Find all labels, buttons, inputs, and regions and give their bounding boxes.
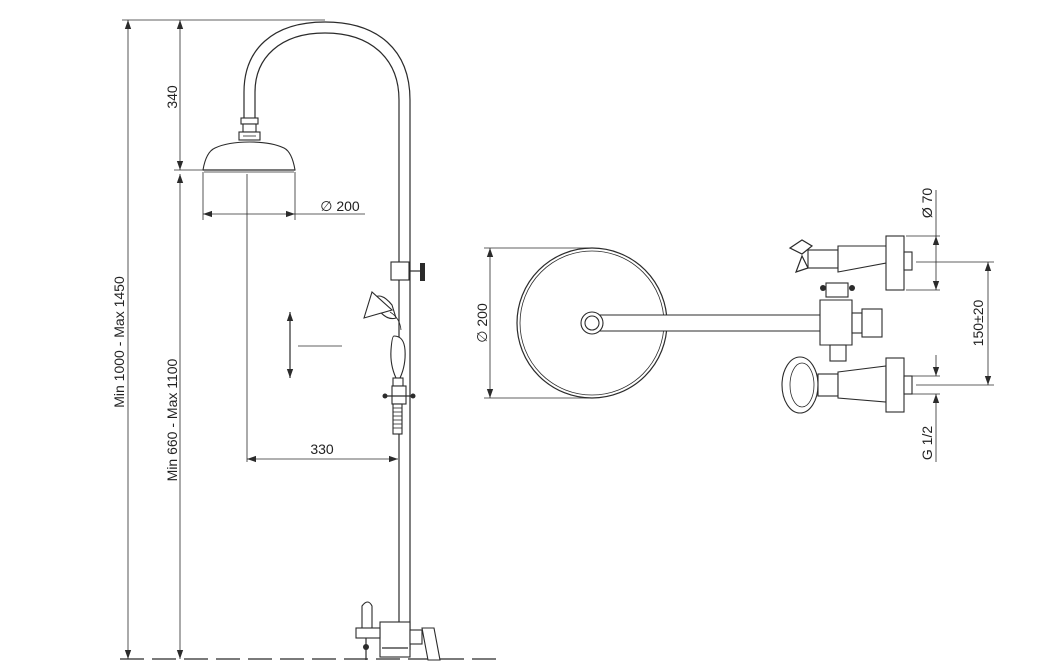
- plan-view: ∅ 200: [474, 188, 994, 462]
- head-connector: [238, 117, 261, 141]
- centers-label: 150±20: [970, 299, 986, 346]
- hand-shower: [363, 291, 406, 387]
- center-mixer: [819, 282, 883, 362]
- flex-hose: [392, 403, 403, 435]
- diverter-valve: [390, 261, 425, 281]
- plan-diameter-label: ∅ 200: [474, 303, 490, 343]
- total-height-label: Min 1000 - Max 1450: [111, 276, 127, 408]
- shower-head: [202, 141, 296, 171]
- plan-arm: [591, 314, 839, 332]
- side-view: Min 1000 - Max 1450 340 Min 660 - Max 11…: [111, 19, 500, 661]
- arm-reach-label: 330: [310, 441, 334, 457]
- connection-label: G 1/2: [919, 426, 935, 460]
- head-diameter-label: ∅ 200: [320, 198, 360, 214]
- riser-pipe: [243, 21, 411, 650]
- mixer-height-label: Min 660 - Max 1100: [164, 358, 180, 481]
- lower-valve: [781, 356, 913, 414]
- upper-valve: [788, 235, 913, 291]
- riser-pipe-inner: [254, 32, 400, 650]
- wall-mixer: [355, 601, 441, 661]
- flange-diameter-label: Ø 70: [919, 188, 935, 219]
- head-drop-label: 340: [164, 85, 180, 109]
